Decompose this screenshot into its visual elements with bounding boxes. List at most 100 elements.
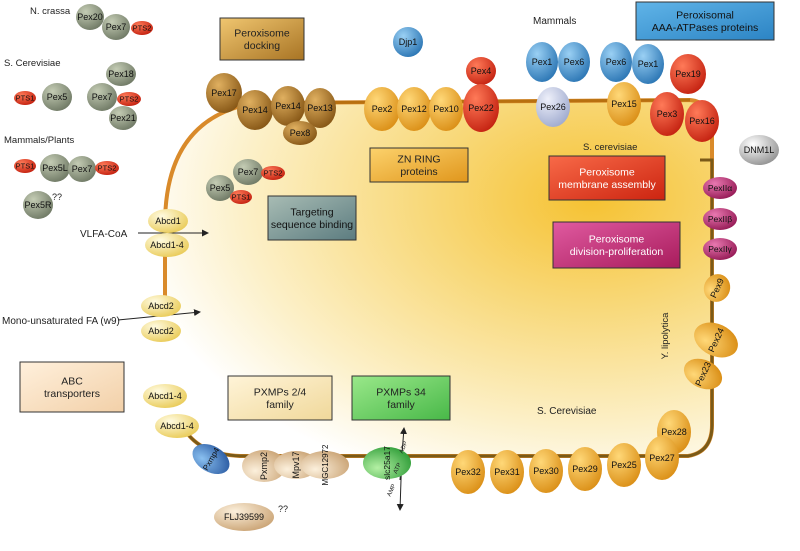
protein-pex9: Pex9 (703, 274, 731, 302)
protein-label-pex17: Pex17 (211, 88, 237, 98)
label-vlfa-coa: VLFA-CoA (80, 229, 128, 240)
protein-pex8: Pex8 (283, 121, 317, 145)
protein-label-pex25: Pex25 (611, 460, 637, 470)
protein-label-pex15: Pex15 (611, 99, 637, 109)
label-s-cerevisiae-bottom: S. Cerevisiae (537, 406, 597, 417)
protein-pex19: Pex19 (670, 54, 706, 94)
protein-abcd1-4c: Abcd1-4 (155, 414, 199, 438)
protein-label-in-pex5: Pex5 (210, 183, 231, 193)
protein-label-flj39599: FLJ39599 (224, 512, 264, 522)
label-adp: ADP (399, 441, 410, 455)
protein-mp-pex5r: Pex5R (23, 191, 53, 219)
protein-s-pex6: Pex6 (600, 42, 632, 82)
protein-label-pex4: Pex4 (471, 66, 492, 76)
protein-label-m-pex6: Pex6 (564, 57, 585, 67)
protein-mgc: MGC12972 (301, 444, 349, 485)
protein-label-pex31: Pex31 (494, 467, 520, 477)
protein-label-in-pts2: PTS2 (264, 169, 283, 178)
protein-mp-pex5l: Pex5L (40, 154, 70, 182)
label-pex5r-unknown: ?? (52, 192, 62, 202)
protein-mp-pex7: Pex7 (68, 156, 96, 182)
protein-label-pex3: Pex3 (657, 109, 678, 119)
protein-pex27: Pex27 (645, 436, 679, 480)
protein-label-pex26: Pex26 (540, 102, 566, 112)
text-labels: N. crassa S. Cerevisiae Mammals/Plants Mamm… (2, 6, 671, 514)
protein-label-pex22: Pex22 (468, 103, 494, 113)
protein-label-djp1: Djp1 (399, 37, 418, 47)
protein-pex32: Pex32 (451, 450, 485, 494)
protein-dnm1l: DNM1L (739, 135, 779, 165)
protein-pex30: Pex30 (529, 449, 563, 493)
label-atp: ATP (393, 462, 403, 475)
protein-nc-pts2: PTS2 (131, 21, 153, 35)
protein-label-mgc: MGC12972 (321, 444, 330, 485)
protein-label-pex27: Pex27 (649, 453, 675, 463)
label-n-crassa: N. crassa (30, 6, 71, 17)
protein-sc-pts1: PTS1 (14, 91, 36, 105)
protein-pex12: Pex12 (397, 87, 431, 131)
protein-label-sc-pex5: Pex5 (47, 92, 68, 102)
label-mammals-plants: Mammals/Plants (4, 135, 74, 146)
protein-mp-pts2: PTS2 (95, 161, 119, 175)
protein-label-pex13: Pex13 (307, 103, 333, 113)
label-mammals: Mammals (533, 16, 576, 27)
protein-label-mp-pex7: Pex7 (72, 164, 93, 174)
protein-label-nc-pex20: Pex20 (77, 12, 103, 22)
protein-pex26: Pex26 (536, 87, 570, 127)
protein-sc-pex5: Pex5 (42, 83, 72, 111)
protein-label-abcd2a: Abcd2 (148, 301, 174, 311)
protein-in-pex5: Pex5 (206, 175, 234, 201)
protein-in-pts2: PTS2 (261, 166, 285, 180)
protein-label-pex11a: PexIIα (708, 183, 732, 193)
protein-label-pex29: Pex29 (572, 464, 598, 474)
protein-abcd1: Abcd1 (148, 209, 188, 233)
protein-abcd2b: Abcd2 (141, 320, 181, 342)
protein-label-slc25a17: slc25a17 (382, 446, 392, 480)
protein-mp-pts1: PTS1 (14, 159, 36, 173)
protein-label-mp-pex5l: Pex5L (42, 163, 68, 173)
protein-label-pex16: Pex16 (689, 116, 715, 126)
protein-label-pex12: Pex12 (401, 104, 427, 114)
protein-label-mpv17: Mpv17 (291, 451, 301, 478)
protein-label-pex28: Pex28 (661, 427, 687, 437)
protein-djp1: Djp1 (393, 27, 423, 57)
protein-abcd1-4b: Abcd1-4 (143, 384, 187, 408)
protein-pex22: Pex22 (463, 84, 499, 132)
protein-sc-pts2: PTS2 (117, 92, 141, 106)
protein-pex4: Pex4 (466, 57, 496, 85)
protein-label-pex10: Pex10 (433, 104, 459, 114)
label-mono-unsaturated-fa: Mono-unsaturated FA (w9) (2, 316, 120, 327)
protein-label-abcd1-4c: Abcd1-4 (160, 421, 194, 431)
label-y-lipolytica: Y. lipolytica (660, 312, 671, 360)
label-s-cerevisiae-membrane: S. cerevisiae (583, 142, 637, 153)
protein-s-pex1: Pex1 (632, 44, 664, 84)
protein-label-abcd1-4b: Abcd1-4 (148, 391, 182, 401)
protein-label-nc-pts2: PTS2 (133, 24, 152, 33)
protein-pex24: Pex24 (694, 322, 738, 358)
label-flj39599-unknown: ?? (278, 504, 288, 514)
protein-nc-pex20: Pex20 (76, 4, 104, 30)
protein-in-pex7: Pex7 (233, 159, 263, 185)
protein-label-dnm1l: DNM1L (744, 145, 775, 155)
protein-label-abcd1: Abcd1 (155, 216, 181, 226)
membrane-dark-segment (183, 158, 714, 458)
protein-pex14a: Pex14 (237, 90, 273, 130)
protein-label-in-pex7: Pex7 (238, 167, 259, 177)
protein-pex31: Pex31 (490, 450, 524, 494)
protein-label-mp-pts2: PTS2 (98, 164, 117, 173)
protein-label-s-pex6: Pex6 (606, 57, 627, 67)
protein-label-pex14a: Pex14 (242, 105, 268, 115)
